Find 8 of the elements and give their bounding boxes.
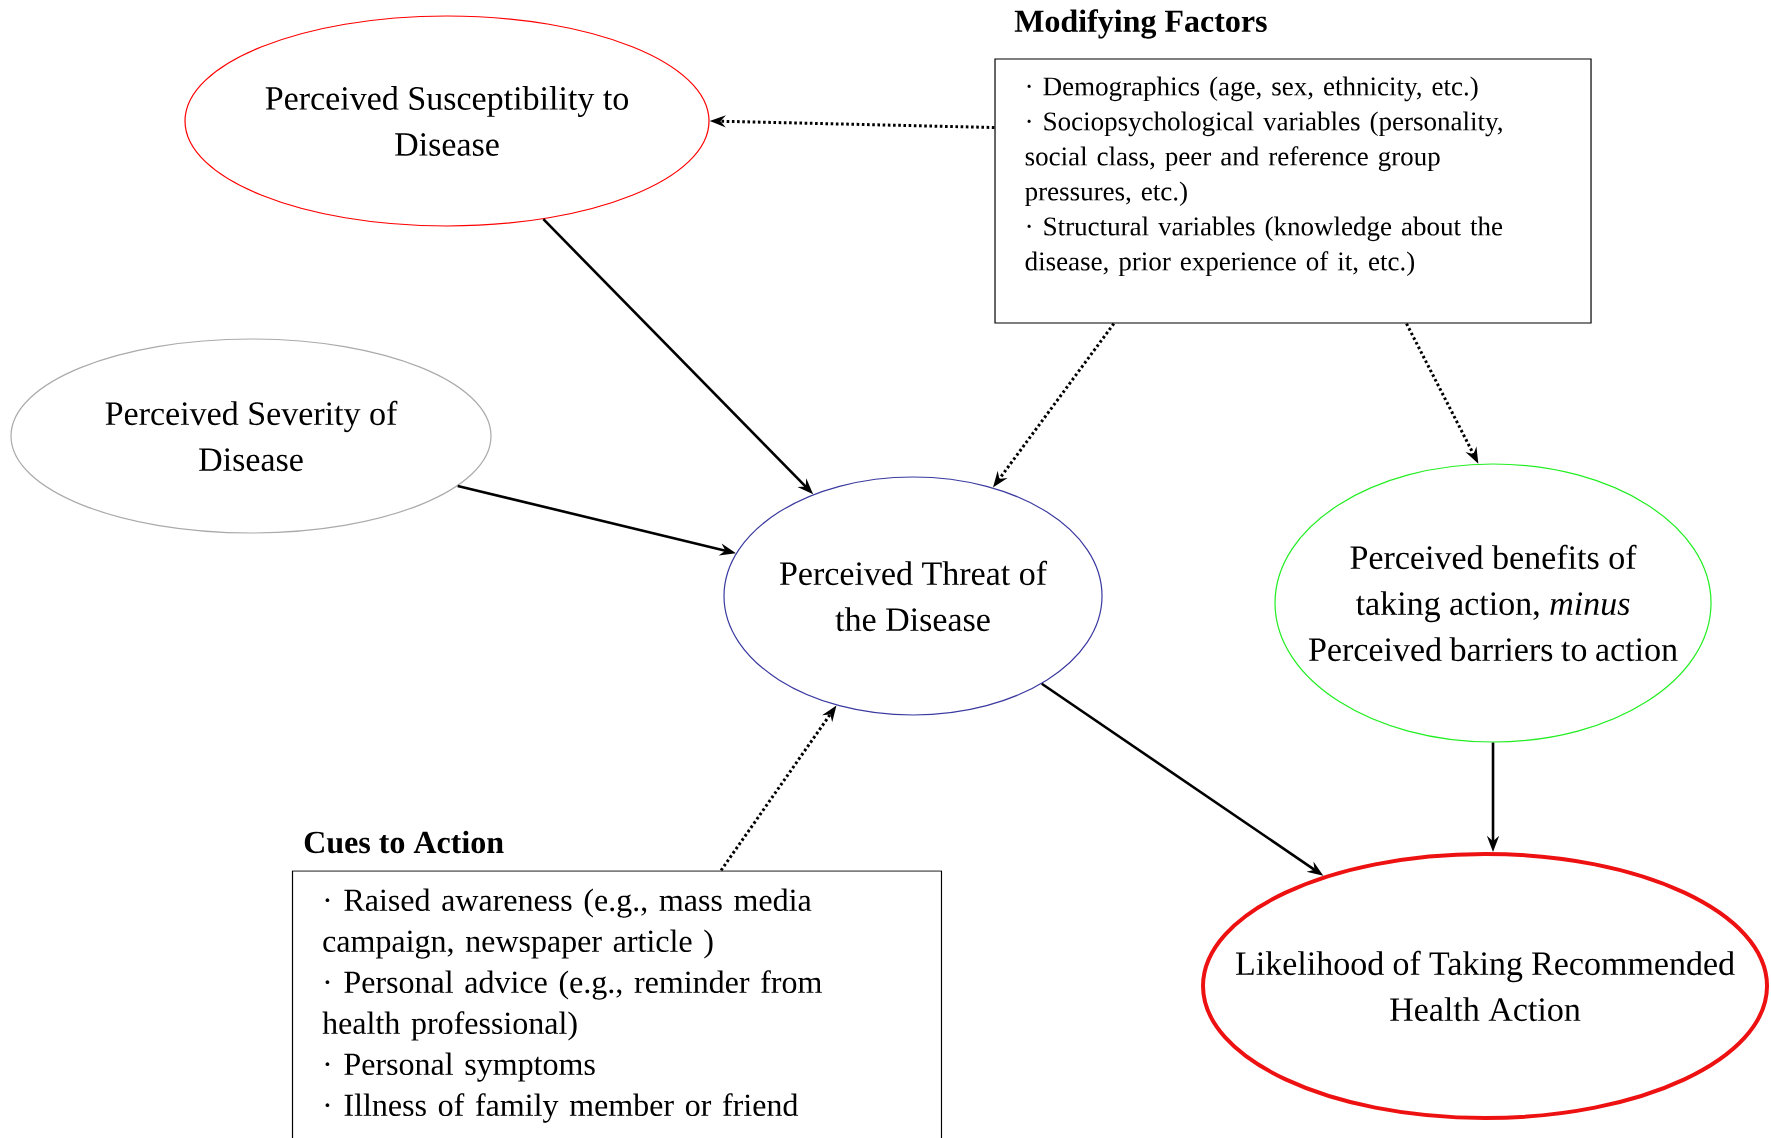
list-box: · Raised awareness (e.g., mass media campaign, newspaper article ) · Personal advice (e.g., reminder from health professional) · Personal symptoms · Illness of family member or friend xyxy=(291,870,943,1138)
list-box: · Demographics (age, sex, ethnicity, etc.) · Sociopsychological variables (personality, social class, peer and reference group pressures, etc.) · Structural variables (knowledge about the disease, prior experience of it, etc.) xyxy=(994,58,1592,324)
node-label: · Raised awareness (e.g., mass media campaign, newspaper article ) xyxy=(323,888,812,959)
box-heading: Cues to Action xyxy=(304,830,504,854)
node-label: · Personal symptoms xyxy=(325,1052,595,1082)
node-label: · Illness of family member or friend xyxy=(325,1093,799,1123)
box-heading: Modifying Factors xyxy=(1014,9,1267,39)
node-label: · Personal advice (e.g., reminder from health professional) xyxy=(322,970,822,1041)
